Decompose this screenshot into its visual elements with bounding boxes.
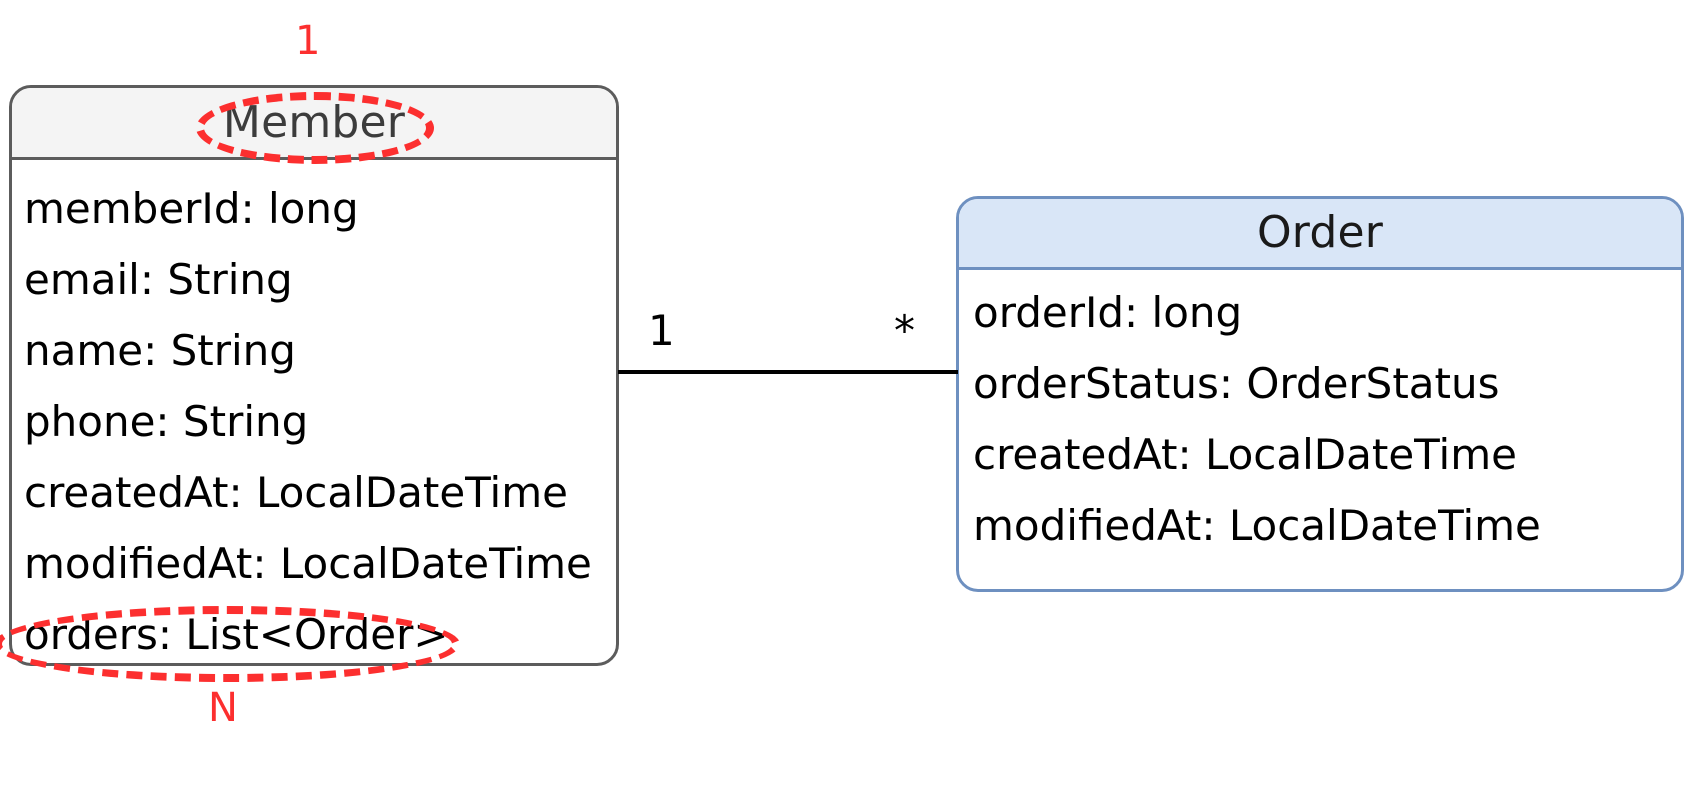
- attribute-row: createdAt: LocalDateTime: [24, 468, 568, 517]
- attribute-row: memberId: long: [24, 184, 359, 233]
- attribute-row: createdAt: LocalDateTime: [973, 430, 1517, 479]
- attribute-row: modifiedAt: LocalDateTime: [973, 501, 1541, 550]
- uml-class-member[interactable]: Member memberId: long email: String name…: [9, 85, 619, 666]
- annotation-label-n: N: [208, 685, 238, 731]
- class-title-order: Order: [1256, 207, 1384, 258]
- class-header-member: Member: [12, 88, 616, 160]
- attribute-row-orders: orders: List<Order>: [24, 610, 449, 659]
- attribute-row: orderStatus: OrderStatus: [973, 359, 1500, 408]
- attribute-row: orderId: long: [973, 288, 1243, 337]
- class-header-order: Order: [959, 199, 1681, 270]
- attribute-row: name: String: [24, 326, 296, 375]
- attribute-row: email: String: [24, 255, 293, 304]
- uml-class-order[interactable]: Order orderId: long orderStatus: OrderSt…: [956, 196, 1684, 592]
- attribute-row: modifiedAt: LocalDateTime: [24, 539, 592, 588]
- multiplicity-target: *: [894, 306, 915, 355]
- association-line: [618, 370, 958, 374]
- annotation-label-one: 1: [295, 18, 321, 64]
- class-attributes-order: orderId: long orderStatus: OrderStatus c…: [959, 270, 1681, 576]
- multiplicity-source: 1: [648, 306, 675, 355]
- attribute-row: phone: String: [24, 397, 309, 446]
- class-attributes-member: memberId: long email: String name: Strin…: [12, 160, 616, 663]
- class-title-member: Member: [222, 96, 406, 148]
